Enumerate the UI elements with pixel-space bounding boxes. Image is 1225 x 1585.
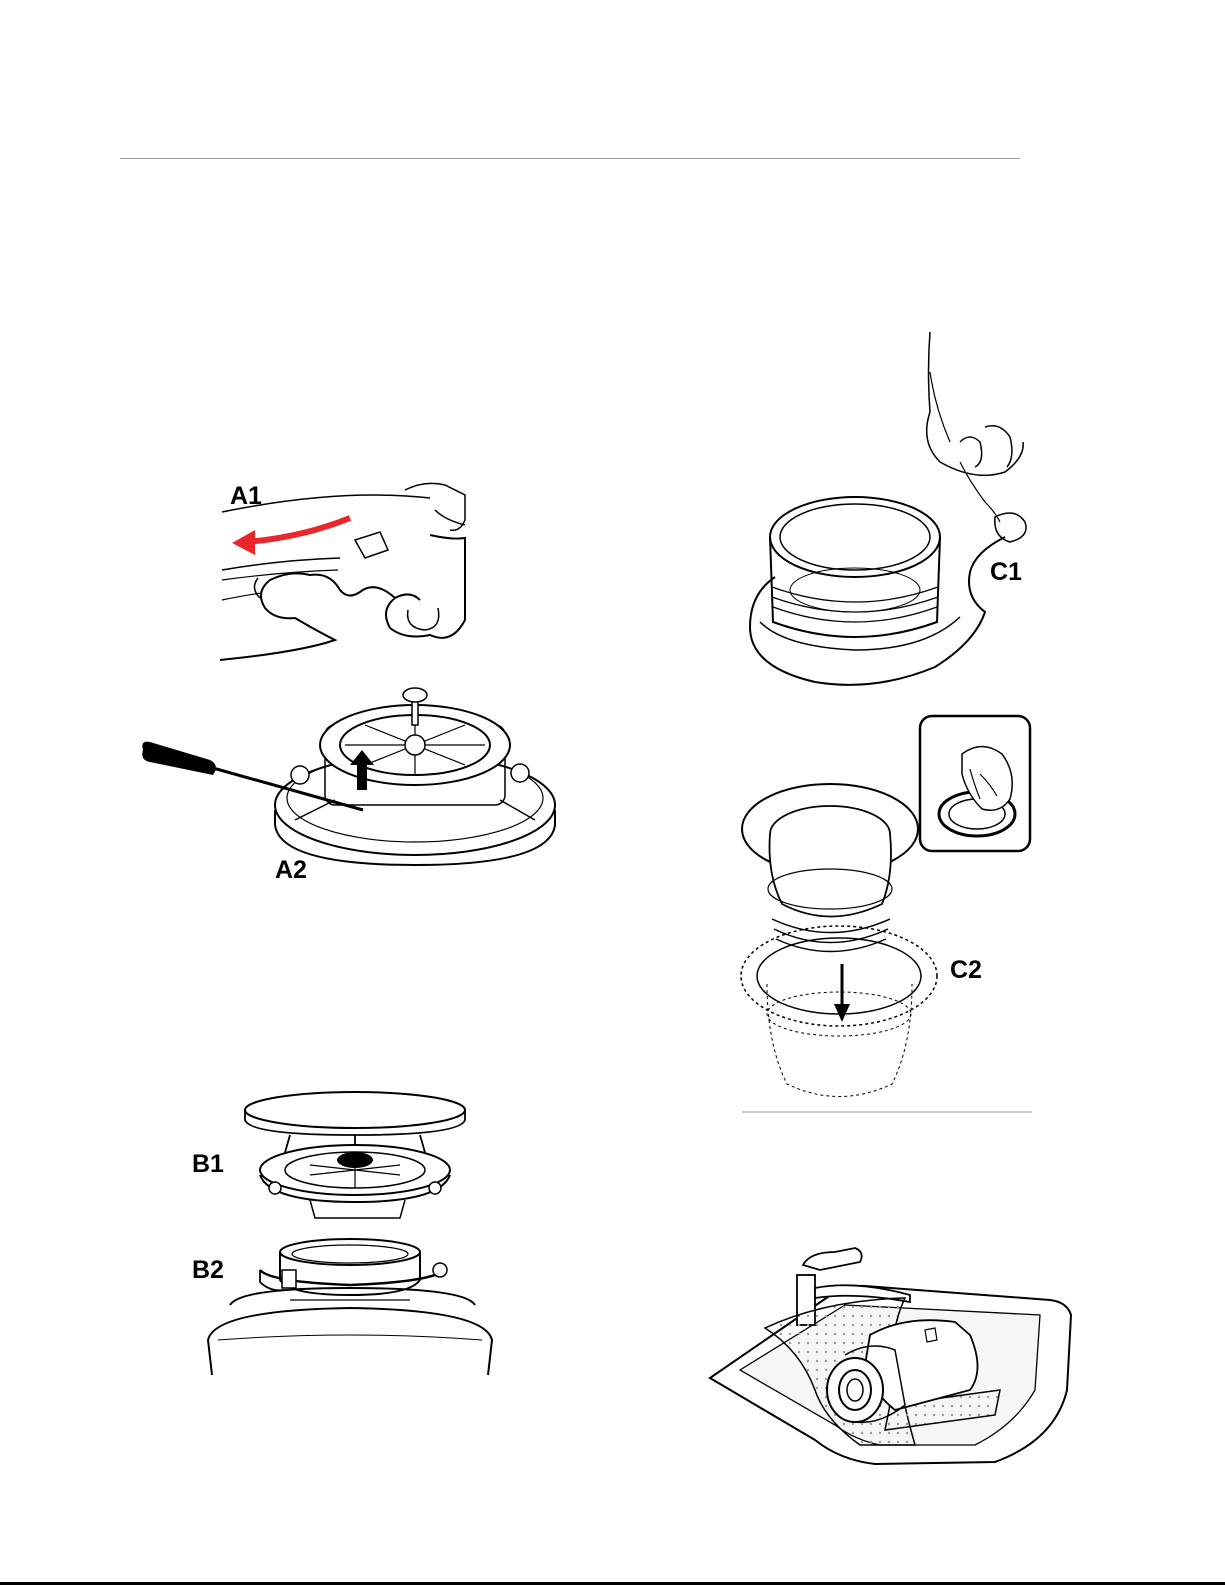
rotation-arrow-icon: [245, 518, 350, 542]
figure-c1-illustration: [745, 332, 1035, 692]
figure-a2-illustration: [135, 680, 555, 880]
arrow-head-icon: [232, 530, 255, 555]
hand-icon: [927, 332, 1026, 542]
figure-b1: B1: [190, 1090, 470, 1220]
figure-d: [705, 1240, 1075, 1465]
figure-b2-illustration: [190, 1230, 500, 1375]
figure-a2-label: A2: [275, 858, 307, 883]
figure-c2-inset: [920, 716, 1030, 851]
figure-a1: A1: [220, 480, 470, 662]
figure-c1-label: C1: [990, 560, 1022, 585]
figure-b2: B2: [190, 1230, 500, 1375]
figure-b1-illustration: [190, 1090, 470, 1220]
figure-c2-illustration: [742, 714, 1032, 1114]
figure-c2-label: C2: [950, 958, 982, 983]
figure-a1-label: A1: [230, 484, 262, 509]
header-divider: [120, 158, 1020, 159]
figure-a2: A2: [135, 680, 555, 880]
figure-b1-label: B1: [192, 1152, 224, 1177]
figure-c1: C1: [745, 332, 1035, 692]
figure-d-illustration: [705, 1240, 1075, 1465]
figure-c2: C2: [742, 714, 1032, 1114]
figure-b2-label: B2: [192, 1258, 224, 1283]
